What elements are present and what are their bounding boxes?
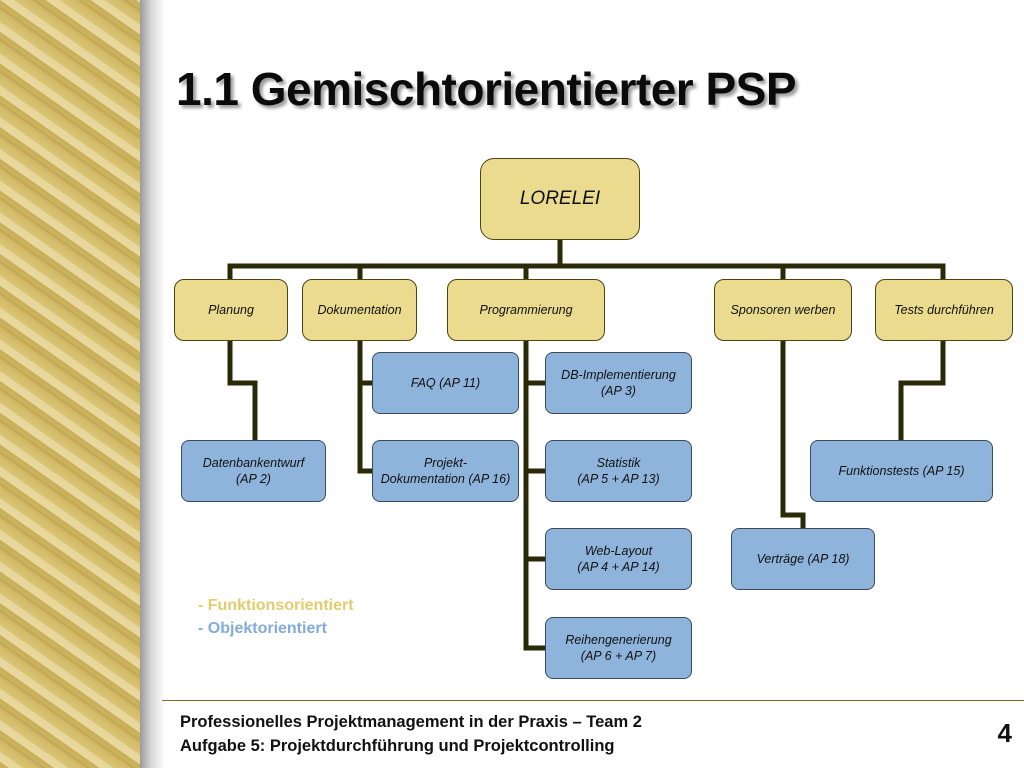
wbs-node-label: Statistik (AP 5 + AP 13) [577,455,659,488]
wbs-node-label-line: (AP 4 + AP 14) [577,560,660,574]
wbs-node-label-line: (AP 6 + AP 7) [580,649,657,663]
connector-line [357,338,375,474]
wbs-node-label: DB-Implementierung (AP 3) [561,367,676,400]
wbs-node-label-line: Tests durchführen [894,302,994,317]
legend-object: - Objektorientiert [198,620,327,638]
wbs-node-faq: FAQ (AP 11) [372,352,519,414]
wbs-node-label: Tests durchführen [894,302,994,318]
wbs-node-label: Programmierung [479,302,572,318]
wbs-node-label: Funktionstests (AP 15) [839,463,965,479]
wbs-node-tests: Tests durchführen [875,279,1013,341]
legend-functional: - Funktionsorientiert [198,597,354,614]
wbs-node-label: Web-Layout (AP 4 + AP 14) [577,543,659,576]
page-title: 1.1 Gemischtorientierter PSP [176,63,797,115]
connector-line [227,338,258,443]
wbs-node-funktionstests: Funktionstests (AP 15) [810,440,993,502]
wbs-node-label: Datenbankentwurf (AP 2) [203,455,304,488]
decorative-sidebar [0,0,165,768]
wbs-node-label-line: Programmierung [479,302,573,317]
wbs-node-label-line: Verträge (AP 18) [756,551,850,566]
wbs-node-label-line: LORELEI [519,187,601,209]
wbs-node-root: LORELEI [480,158,640,240]
wbs-node-projektdoku: Projekt- Dokumentation (AP 16) [372,440,519,502]
wbs-node-label: Planung [208,302,254,318]
wbs-node-label-line: Statistik [596,455,641,470]
footer-line-2: Aufgabe 5: Projektdurchführung und Proje… [180,736,615,755]
footer-divider [162,700,1024,701]
wbs-node-label-line: Funktionstests (AP 15) [838,463,965,478]
wbs-node-weblayout: Web-Layout (AP 4 + AP 14) [545,528,692,590]
wbs-node-vertraege: Verträge (AP 18) [731,528,875,590]
wbs-node-label-line: Dokumentation [317,302,402,317]
wbs-node-statistik: Statistik (AP 5 + AP 13) [545,440,692,502]
page-number: 4 [997,718,1012,748]
wbs-node-label-line: FAQ (AP 11) [410,375,481,390]
wbs-node-label-line: (AP 2) [236,472,271,486]
connector-line [780,338,806,531]
wbs-node-planung: Planung [174,279,288,341]
connector-line [898,338,946,443]
wbs-node-label-line: (AP 3) [601,384,636,398]
connector-line [523,338,548,651]
footer-line-1: Professionelles Projektmanagement in der… [180,713,642,731]
wbs-node-dokumentation: Dokumentation [302,279,417,341]
wbs-node-label: LORELEI [520,187,600,212]
wbs-node-label-line: Dokumentation (AP 16) [380,472,511,486]
wbs-node-label: Dokumentation [317,302,401,318]
wbs-node-label-line: Reihengenerierung [565,632,672,647]
footer: Professionelles Projektmanagement in der… [180,711,642,759]
wbs-node-label-line: Web-Layout [584,543,653,558]
wbs-node-label: Projekt- Dokumentation (AP 16) [381,455,510,488]
wbs-node-programmierung: Programmierung [447,279,605,341]
wbs-node-label-line: Planung [208,302,254,317]
wbs-node-sponsoren: Sponsoren werben [714,279,852,341]
wbs-node-label-line: Sponsoren werben [730,302,836,317]
wbs-node-label-line: (AP 5 + AP 13) [577,472,660,486]
wbs-node-reihen: Reihengenerierung (AP 6 + AP 7) [545,617,692,679]
wbs-node-label-line: Projekt- [423,455,468,470]
wbs-node-datenbankentwurf: Datenbankentwurf (AP 2) [181,440,326,502]
wbs-node-label: FAQ (AP 11) [411,375,480,391]
wbs-node-label: Verträge (AP 18) [757,551,850,567]
legend: - Funktionsorientiert - Objektorientiert [198,594,354,640]
wbs-node-label: Reihengenerierung (AP 6 + AP 7) [565,632,671,665]
wbs-node-label-line: Datenbankentwurf [202,455,305,470]
wbs-node-label-line: DB-Implementierung [561,367,676,382]
wbs-node-db-impl: DB-Implementierung (AP 3) [545,352,692,414]
wbs-node-label: Sponsoren werben [731,302,836,318]
